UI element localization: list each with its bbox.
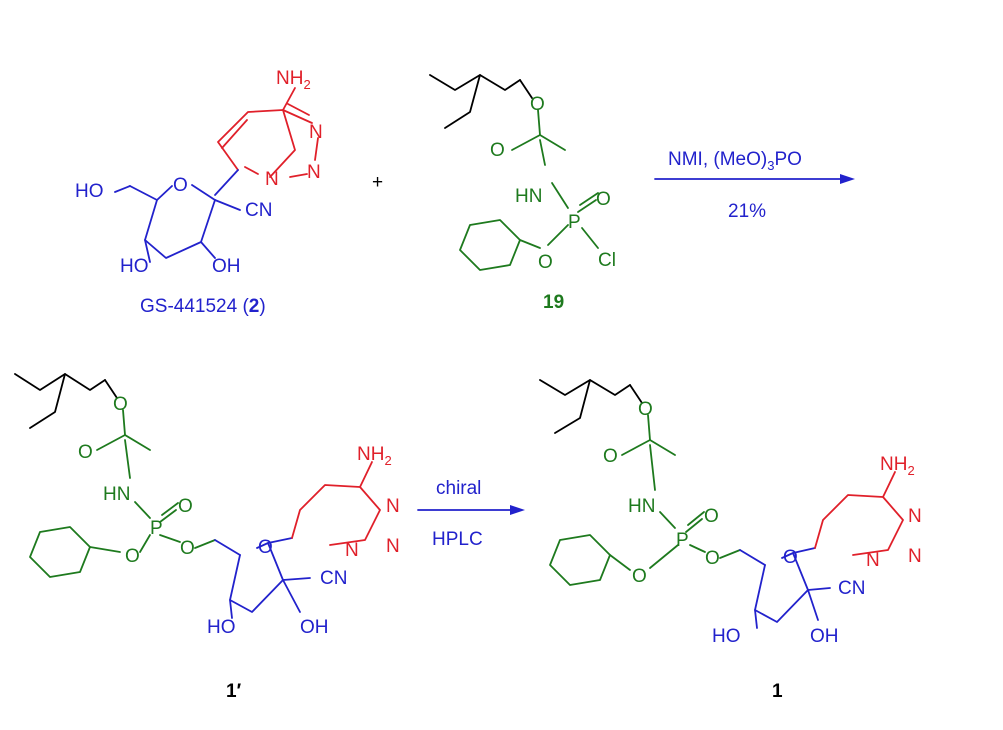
o-label: O (258, 537, 273, 558)
hn-label: HN (628, 496, 655, 517)
p-label: P (676, 530, 689, 551)
o-label: O (490, 140, 505, 161)
cn-label: CN (320, 568, 347, 589)
ho-label: HO (712, 626, 741, 647)
nh2-label: NH2 (276, 68, 311, 92)
o-label: O (180, 538, 195, 559)
compound-1 (539, 379, 904, 629)
compound-1-label: 1 (772, 681, 783, 702)
p-label: P (568, 212, 581, 233)
o-label: O (596, 189, 611, 210)
hn-label: HN (103, 484, 130, 505)
o-label: O (173, 175, 188, 196)
chiral-label: chiral (436, 478, 481, 499)
n-label: N (908, 506, 922, 527)
p-label: P (150, 518, 163, 539)
n-label: N (307, 162, 321, 183)
ho-label: HO (120, 256, 149, 277)
compound-1-prime-label: 1′ (226, 681, 242, 702)
n-label: N (386, 496, 400, 517)
o-label: O (704, 506, 719, 527)
o-label: O (783, 547, 798, 568)
n-label: N (265, 169, 279, 190)
n-label: N (386, 536, 400, 557)
o-label: O (632, 566, 647, 587)
oh-label: OH (212, 256, 241, 277)
o-label: O (603, 446, 618, 467)
oh-label: OH (810, 626, 839, 647)
cn-label: CN (245, 200, 272, 221)
o-label: O (125, 546, 140, 567)
compound-19 (429, 74, 599, 271)
nh2-label: NH2 (880, 454, 915, 478)
o-label: O (78, 442, 93, 463)
base-red (214, 87, 319, 196)
o-label: O (178, 496, 193, 517)
cn-label: CN (838, 578, 865, 599)
o-label: O (538, 252, 553, 273)
oh-label: OH (300, 617, 329, 638)
o-label: O (530, 94, 545, 115)
compound-gs441524: NH2 N N N O HO CN HO OH GS-441524 (2) (75, 68, 323, 317)
compound-19-label: 19 (543, 292, 564, 313)
n-label: N (345, 540, 359, 561)
yield-label: 21% (728, 201, 766, 222)
ribose-blue (114, 184, 241, 263)
cl-label: Cl (598, 250, 616, 271)
reagents-label: NMI, (MeO)3PO (668, 149, 802, 173)
n-label: N (866, 550, 880, 571)
nh2-label: NH2 (357, 444, 392, 468)
n-label: N (309, 122, 323, 143)
plus-sign: + (372, 172, 383, 193)
reaction-arrow-2 (417, 505, 525, 515)
o-label: O (705, 548, 720, 569)
compound-1-prime (14, 373, 381, 619)
n-label: N (908, 546, 922, 567)
reaction-arrow-1 (654, 174, 855, 184)
o-label: O (638, 399, 653, 420)
o-label: O (113, 394, 128, 415)
ho-label: HO (207, 617, 236, 638)
ho-label: HO (75, 181, 104, 202)
hplc-label: HPLC (432, 529, 483, 550)
hn-label: HN (515, 186, 542, 207)
compound-2-label: GS-441524 (2) (140, 296, 266, 317)
